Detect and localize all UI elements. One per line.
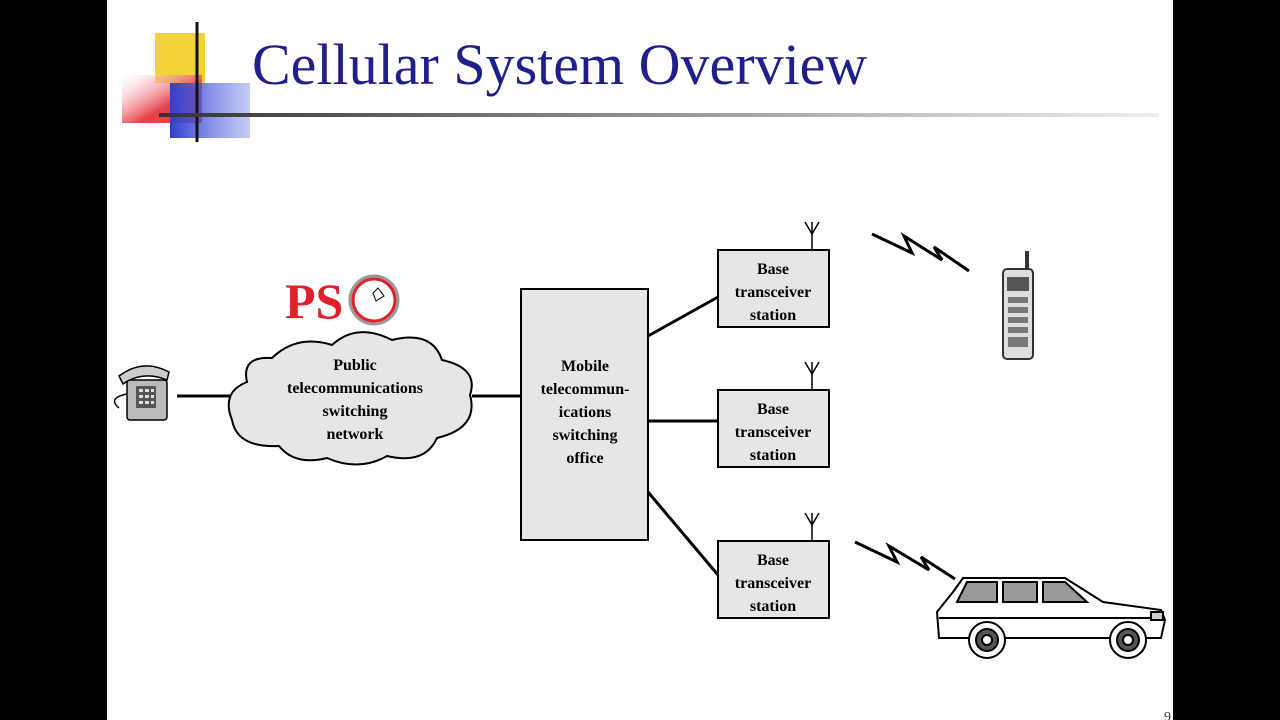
slide-decoration — [122, 22, 1159, 142]
pstn-line-3: switching — [323, 403, 388, 420]
antenna-icon — [804, 512, 820, 541]
mtso-line-2: telecommun- — [541, 381, 630, 398]
page-number: 9 — [1164, 710, 1171, 720]
bts-label-3: Base transceiver station — [735, 552, 811, 615]
bts-2-line-2: transceiver — [735, 424, 811, 441]
annotation-text: PS — [285, 273, 343, 329]
bts-label-2: Base transceiver station — [735, 401, 811, 464]
mtso-line-4: switching — [553, 427, 618, 444]
bts-3-line-1: Base — [757, 552, 789, 569]
bts-2-line-3: station — [750, 447, 796, 464]
pstn-line-1: Public — [333, 357, 377, 374]
mtso-line-5: office — [566, 450, 603, 467]
mtso-line-3: ications — [559, 404, 611, 421]
pen-cursor-icon — [372, 287, 385, 302]
title-underline — [159, 113, 1159, 117]
mtso-line-1: Mobile — [561, 358, 609, 375]
bts-label-1: Base transceiver station — [735, 261, 811, 324]
radio-signal-icon — [854, 540, 956, 581]
pstn-line-4: network — [327, 426, 384, 443]
slide-title: Cellular System Overview — [252, 32, 868, 97]
pstn-line-2: telecommunications — [287, 380, 423, 397]
bts-box-3 — [717, 540, 830, 619]
slide: Cellular System Overview — [107, 0, 1173, 720]
bts-1-line-1: Base — [757, 261, 789, 278]
car-icon — [935, 577, 1167, 659]
bts-1-line-2: transceiver — [735, 284, 811, 301]
antenna-icon — [804, 221, 820, 250]
cellular-diagram: Public telecommunications switching netw… — [113, 221, 1167, 659]
handwritten-annotation: PS — [285, 273, 400, 329]
cell-phone-icon — [1002, 251, 1034, 360]
radio-signal-icon — [871, 231, 970, 273]
bts-box-2 — [717, 389, 830, 468]
antenna-icon — [804, 361, 820, 390]
deco-blue-square — [170, 83, 250, 138]
telephone-icon — [113, 365, 170, 421]
pstn-cloud — [227, 331, 473, 466]
bts-2-line-1: Base — [757, 401, 789, 418]
bts-3-line-2: transceiver — [735, 575, 811, 592]
connection-lines — [177, 295, 720, 576]
pstn-label: Public telecommunications switching netw… — [287, 357, 423, 443]
bts-box-1 — [717, 249, 830, 328]
bts-3-line-3: station — [750, 598, 796, 615]
mtso-box — [520, 288, 649, 541]
bts-1-line-3: station — [750, 307, 796, 324]
mtso-label: Mobile telecommun- ications switching of… — [541, 358, 630, 467]
